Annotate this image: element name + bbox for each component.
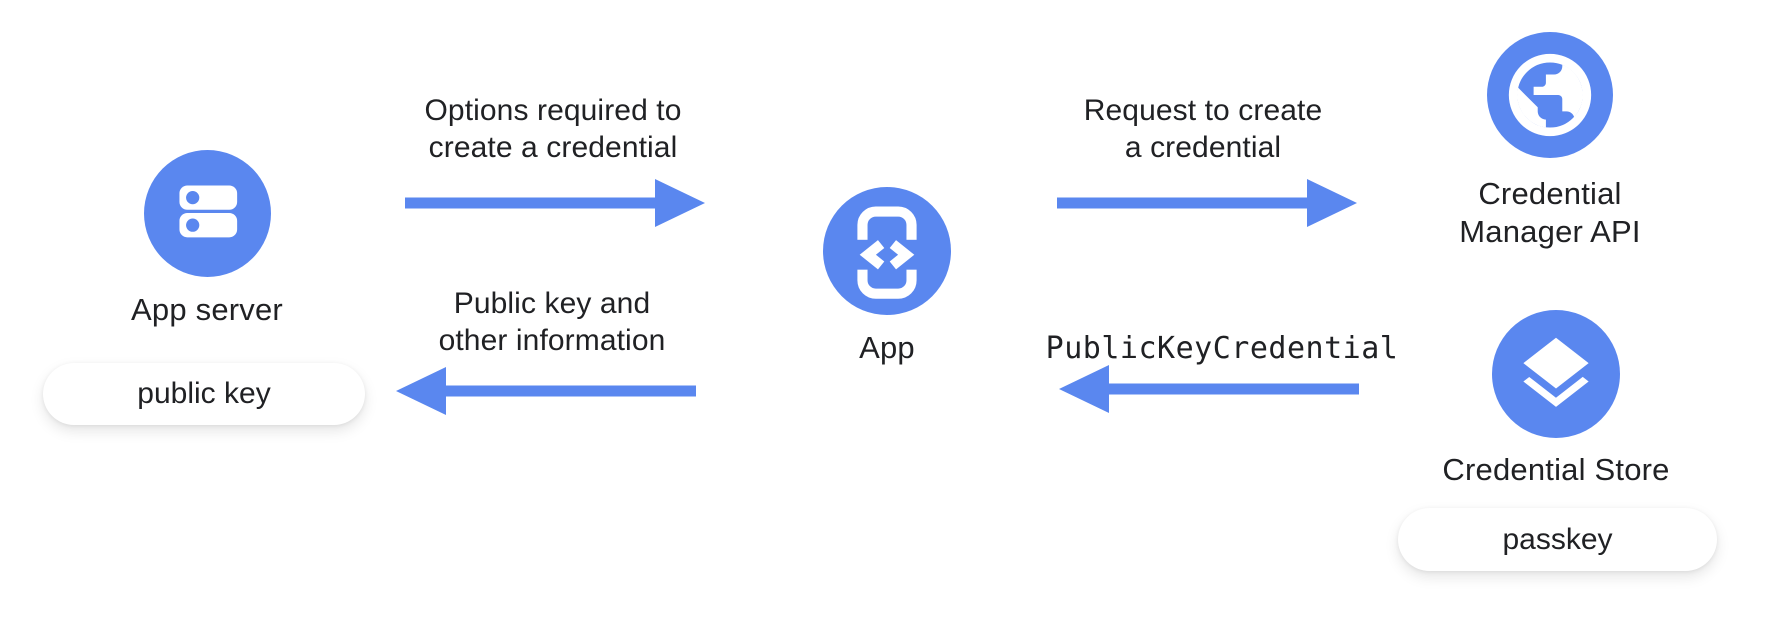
arrow-publickeycredential-label: PublicKeyCredential xyxy=(1045,331,1399,366)
arrow-publickey xyxy=(396,366,696,416)
arrow-left-icon xyxy=(396,367,696,415)
arrow-request-label: Request to create a credential xyxy=(1083,94,1323,164)
app-label: App xyxy=(859,330,915,365)
arrow-publickey-label: Public key and other information xyxy=(438,287,666,357)
arrow-request xyxy=(1057,178,1357,228)
credential-manager-api-node xyxy=(1487,32,1613,158)
server-icon xyxy=(179,185,238,238)
mobile-code-icon xyxy=(854,206,920,299)
app-server-node xyxy=(144,150,271,277)
arrow-right-icon xyxy=(405,179,705,227)
credential-manager-api-label: Credential Manager API xyxy=(1459,176,1641,249)
arrow-options xyxy=(405,178,705,228)
app-server-label: App server xyxy=(131,292,283,327)
arrow-left-icon xyxy=(1059,365,1359,413)
arrow-publickeycredential xyxy=(1059,364,1359,414)
credential-store-node xyxy=(1492,310,1620,438)
passkey-badge-text: passkey xyxy=(1502,522,1613,556)
layers-icon xyxy=(1523,337,1589,407)
app-node xyxy=(823,187,951,315)
arrow-right-icon xyxy=(1057,179,1357,227)
passkey-badge: passkey xyxy=(1398,508,1717,571)
credential-store-label: Credential Store xyxy=(1442,452,1670,487)
public-key-badge-text: public key xyxy=(137,377,271,410)
public-key-badge: public key xyxy=(43,363,365,425)
globe-icon xyxy=(1508,53,1592,137)
arrow-options-label: Options required to create a credential xyxy=(424,94,682,164)
